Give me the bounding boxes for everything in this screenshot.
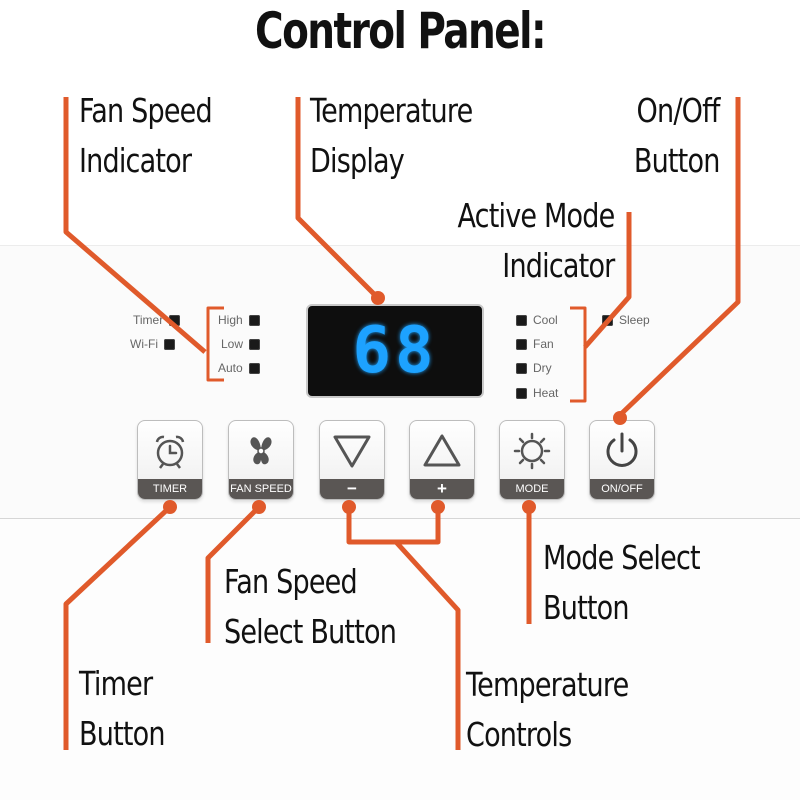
callout-line-1: Fan Speed	[79, 91, 213, 130]
temperature-display: 68	[306, 304, 484, 398]
indicator-led	[602, 314, 613, 326]
callout-timer-button: Timer Button	[79, 659, 166, 759]
indicator-led	[249, 338, 261, 350]
callout-line-2: Select Button	[224, 612, 397, 651]
fan-speed-button[interactable]: FAN SPEED	[228, 420, 294, 500]
callout-active-mode-indicator: Active Mode Indicator	[456, 191, 615, 291]
alarm-clock-icon	[138, 421, 202, 481]
callout-line-2: Controls	[466, 715, 572, 754]
mode-dry-indicator: Dry	[516, 360, 558, 376]
callout-line-2: Button	[79, 714, 166, 753]
indicator-label: High	[218, 313, 243, 327]
button-label: FAN SPEED	[229, 479, 293, 499]
callout-temperature-controls: Temperature Controls	[466, 660, 629, 760]
triangle-down-icon	[320, 421, 384, 481]
sun-icon	[500, 421, 564, 481]
fan-speed-auto-indicator: Auto	[212, 360, 260, 376]
indicator-label: Auto	[218, 361, 243, 375]
indicator-label: Fan	[533, 337, 554, 351]
sleep-indicator: Sleep	[602, 312, 656, 328]
indicator-label: Cool	[533, 313, 558, 327]
callout-line-1: Temperature	[310, 91, 473, 130]
temperature-up-button[interactable]: +	[409, 420, 475, 500]
indicator-led	[516, 338, 527, 350]
mode-cool-indicator: Cool	[516, 312, 564, 328]
button-label: +	[410, 479, 474, 499]
indicator-wifi: Wi-Fi	[124, 336, 175, 352]
callout-line-1: Fan Speed	[224, 562, 358, 601]
page-title: Control Panel:	[255, 2, 547, 60]
indicator-led	[248, 314, 260, 326]
indicator-timer: Timer	[127, 312, 181, 328]
callout-line-2: Indicator	[79, 141, 192, 180]
indicator-led	[169, 314, 181, 326]
callout-temperature-display: Temperature Display	[310, 86, 473, 186]
indicator-led	[248, 362, 260, 374]
callout-line-2: Indicator	[501, 246, 615, 285]
mode-heat-indicator: Heat	[516, 385, 564, 401]
triangle-up-icon	[410, 421, 474, 481]
button-label: TIMER	[138, 479, 202, 499]
button-label: MODE	[500, 479, 564, 499]
indicator-label: Wi-Fi	[130, 337, 158, 351]
indicator-label: Low	[221, 337, 244, 351]
callout-line-2: Button	[634, 141, 721, 180]
callout-line-1: On/Off	[637, 91, 721, 130]
indicator-label: Sleep	[619, 313, 650, 327]
fan-icon	[229, 421, 293, 481]
callout-line-1: Temperature	[466, 665, 629, 704]
indicator-led	[516, 314, 527, 326]
indicator-label: Dry	[533, 361, 552, 375]
indicator-label: Heat	[533, 386, 559, 400]
callout-line-2: Display	[310, 141, 405, 180]
callout-line-1: Timer	[79, 664, 153, 703]
fan-speed-high-indicator: High	[212, 312, 260, 328]
indicator-led	[516, 362, 527, 374]
fan-speed-low-indicator: Low	[215, 336, 261, 352]
callout-line-2: Button	[543, 588, 630, 627]
callout-fan-speed-select-button: Fan Speed Select Button	[224, 557, 397, 657]
indicator-led	[163, 338, 175, 350]
callout-on-off-button: On/Off Button	[634, 86, 721, 186]
button-label: ON/OFF	[590, 479, 654, 499]
mode-fan-indicator: Fan	[516, 336, 560, 352]
callout-fan-speed-indicator: Fan Speed Indicator	[79, 86, 213, 186]
indicator-led	[516, 387, 527, 399]
button-label: −	[320, 479, 384, 499]
timer-button[interactable]: TIMER	[137, 420, 203, 500]
on-off-button[interactable]: ON/OFF	[589, 420, 655, 500]
callout-line-1: Mode Select	[543, 538, 701, 577]
temperature-readout: 68	[352, 314, 438, 388]
callout-mode-select-button: Mode Select Button	[543, 533, 701, 633]
callout-line-1: Active Mode	[456, 196, 615, 235]
indicator-label: Timer	[133, 313, 164, 327]
power-icon	[590, 421, 654, 481]
temperature-down-button[interactable]: −	[319, 420, 385, 500]
mode-button[interactable]: MODE	[499, 420, 565, 500]
